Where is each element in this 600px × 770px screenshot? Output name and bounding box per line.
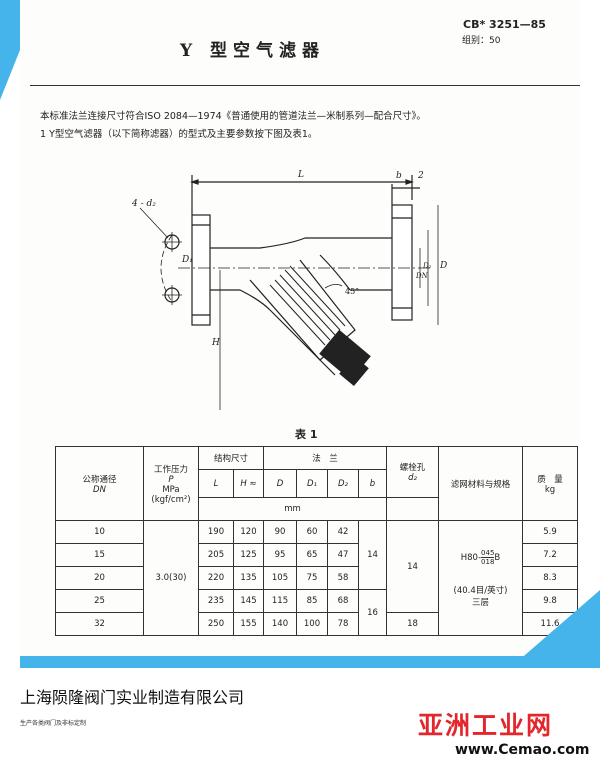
label-D2: D₂ <box>422 262 432 270</box>
cell-H: 135 <box>233 566 264 590</box>
corner-decoration-bottom-right <box>510 590 600 668</box>
cell-H: 145 <box>233 589 264 613</box>
cell-H: 155 <box>233 612 264 636</box>
cell-pressure: 3.0(30) <box>143 520 199 636</box>
cell-D2: 68 <box>327 589 359 613</box>
cell-D2: 78 <box>327 612 359 636</box>
header-rule <box>30 85 580 86</box>
document-title: Y 型空气滤器 <box>180 41 326 61</box>
cell-L: 205 <box>198 543 234 567</box>
label-DN: DN <box>415 272 429 280</box>
cell-L: 250 <box>198 612 234 636</box>
cell-b: 16 <box>358 589 387 636</box>
cell-mass: 8.3 <box>522 566 578 590</box>
cell-D: 95 <box>263 543 297 567</box>
cell-D: 115 <box>263 589 297 613</box>
cell-mass: 5.9 <box>522 520 578 544</box>
cell-d2: 18 <box>386 612 439 636</box>
cell-dn: 25 <box>55 589 144 613</box>
label-H: H <box>211 338 220 348</box>
cell-L: 235 <box>198 589 234 613</box>
cell-D: 90 <box>263 520 297 544</box>
header-structure: 结构尺寸 <box>198 446 264 470</box>
header-H: H ≈ <box>233 469 264 498</box>
label-angle: 45° <box>345 287 359 296</box>
label-L: L <box>297 170 304 180</box>
cell-H: 120 <box>233 520 264 544</box>
header-b: b <box>358 469 387 498</box>
cell-dn: 10 <box>55 520 144 544</box>
cell-D2: 42 <box>327 520 359 544</box>
label-D1: D₁ <box>181 255 193 265</box>
label-D: D <box>439 261 447 271</box>
cell-D: 105 <box>263 566 297 590</box>
footer-accent-bar <box>20 656 580 668</box>
label-bolt: 4 - d₂ <box>131 199 156 209</box>
site-url[interactable]: www.Cemao.com <box>455 742 590 758</box>
cell-D1: 60 <box>296 520 328 544</box>
cell-b: 14 <box>358 520 387 590</box>
header-D: D <box>263 469 297 498</box>
cell-D2: 47 <box>327 543 359 567</box>
cell-L: 190 <box>198 520 234 544</box>
cell-H: 125 <box>233 543 264 567</box>
clause-1-paragraph: 1 Y型空气滤器（以下简称滤器）的型式及主要参数按下图及表1。 <box>40 129 318 140</box>
cell-D1: 75 <box>296 566 328 590</box>
header-D2: D₂ <box>327 469 359 498</box>
cell-D1: 100 <box>296 612 328 636</box>
cell-d2: 14 <box>386 520 439 613</box>
company-name: 上海陨隆阀门实业制造有限公司 <box>20 688 245 707</box>
cell-D1: 85 <box>296 589 328 613</box>
cell-mass: 7.2 <box>522 543 578 567</box>
cell-L: 220 <box>198 566 234 590</box>
label-b: b <box>396 171 402 181</box>
header-mm: mm <box>198 497 387 521</box>
header-flange: 法 兰 <box>263 446 387 470</box>
intro-paragraph: 本标准法兰连接尺寸符合ISO 2084—1974《普通使用的管道法兰—米制系列—… <box>40 111 426 122</box>
site-logo[interactable]: 亚洲工业网 <box>418 711 554 740</box>
label-2: 2 <box>417 171 424 181</box>
standard-code: CB* 3251—85 <box>463 18 546 31</box>
strainer-drawing: L b 2 4 - d₂ D₁ DN D₂ D H 45° <box>131 170 447 410</box>
cell-D2: 58 <box>327 566 359 590</box>
cell-D: 140 <box>263 612 297 636</box>
header-L: L <box>198 469 234 498</box>
header-mesh: 滤网材料与规格 <box>438 446 523 521</box>
cell-dn: 20 <box>55 566 144 590</box>
cell-dn: 32 <box>55 612 144 636</box>
cell-D1: 65 <box>296 543 328 567</box>
standard-group: 组别：50 <box>462 36 501 46</box>
cell-dn: 15 <box>55 543 144 567</box>
table-title: 表 1 <box>295 428 318 441</box>
header-D1: D₁ <box>296 469 328 498</box>
company-slogan: 生产各类阀门及非标定制 <box>20 720 87 727</box>
